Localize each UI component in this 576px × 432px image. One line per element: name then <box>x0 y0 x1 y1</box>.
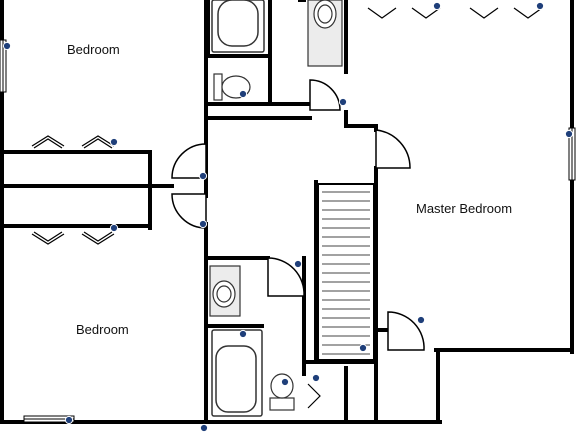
info-marker-icon[interactable] <box>280 377 290 387</box>
door-swing-icon <box>171 79 425 351</box>
room-label-master-bedroom: Master Bedroom <box>416 201 513 216</box>
info-marker-icon[interactable] <box>293 259 303 269</box>
bifold-door-icon <box>31 7 543 409</box>
info-marker-icon[interactable] <box>311 373 321 383</box>
bathtub-icon <box>211 0 265 417</box>
stairs-icon <box>317 183 375 361</box>
info-marker-icon[interactable] <box>2 41 12 51</box>
info-marker-icon[interactable] <box>416 315 426 325</box>
info-marker-icon[interactable] <box>238 329 248 339</box>
info-marker-icon[interactable] <box>198 219 208 229</box>
info-marker-icon[interactable] <box>199 423 209 432</box>
walls <box>0 0 574 424</box>
toilet-icon <box>213 73 295 411</box>
info-marker-icon[interactable] <box>358 343 368 353</box>
window-icon <box>0 39 576 423</box>
sink-icon <box>209 0 343 317</box>
info-marker-icon[interactable] <box>64 415 74 425</box>
info-marker-icon[interactable] <box>564 129 574 139</box>
info-marker-icon[interactable] <box>338 97 348 107</box>
info-marker-icon[interactable] <box>238 89 248 99</box>
info-marker-icon[interactable] <box>535 1 545 11</box>
info-marker-icon[interactable] <box>109 137 119 147</box>
info-marker-icon[interactable] <box>432 1 442 11</box>
room-label-bedroom-bottom: Bedroom <box>76 322 129 337</box>
info-marker-icon[interactable] <box>198 171 208 181</box>
info-marker-icon[interactable] <box>109 223 119 233</box>
room-label-bedroom-top: Bedroom <box>67 42 120 57</box>
